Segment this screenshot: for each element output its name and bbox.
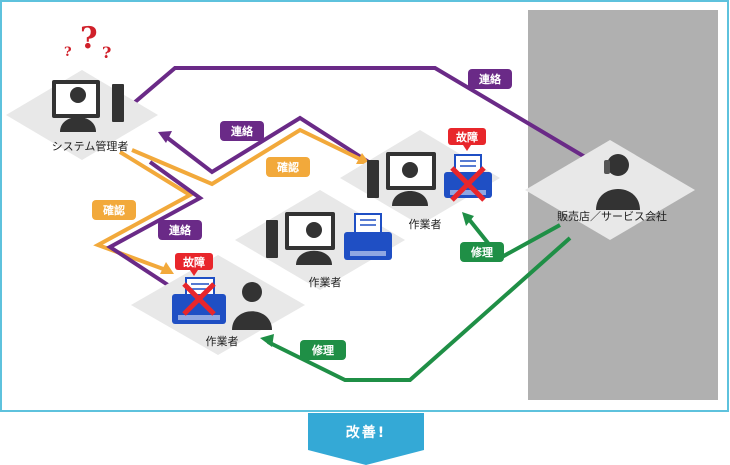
printer-icon <box>172 277 226 324</box>
person-silhouette-icon <box>60 87 96 132</box>
service-node: 販売店／サービス会社 <box>525 140 695 240</box>
service-floor <box>525 140 695 240</box>
worker-node-top-right: 故障 作業者 <box>340 128 500 231</box>
renraku-tag-middle-text: 連絡 <box>231 124 254 138</box>
renraku-tag-middle: 連絡 <box>220 121 264 141</box>
printer-icon <box>344 213 392 260</box>
red-x-icon <box>450 166 486 202</box>
shuri-tag-right: 修理 <box>460 242 504 262</box>
renraku-arrowhead-admin <box>158 131 172 143</box>
banner-arrow <box>308 413 424 465</box>
kakunin-arrowhead-worker <box>356 153 370 164</box>
koshou-label-bottom: 故障 <box>183 255 205 269</box>
koshou-label-top: 故障 <box>456 130 478 144</box>
question-mark-center: ? <box>80 21 98 56</box>
service-label: 販売店／サービス会社 <box>557 209 667 223</box>
shuri-path-service-to-bottom <box>267 236 572 382</box>
shuri-arrowhead-bottom <box>260 334 274 347</box>
koshou-badge-bottom: 故障 <box>175 253 213 276</box>
worker-middle-label: 作業者 <box>309 276 342 289</box>
kakunin-tag-left: 確認 <box>92 200 136 220</box>
banner-text: 改善! <box>346 424 386 441</box>
kakunin-tag-middle-text: 確認 <box>277 160 299 174</box>
worker-bottom-label: 作業者 <box>206 335 239 348</box>
question-mark-right: ? <box>102 43 111 62</box>
person-silhouette-icon <box>296 222 332 265</box>
shuri-tag-right-text: 修理 <box>470 245 493 259</box>
renraku-path-bottom-to-admin <box>106 160 204 287</box>
renraku-tag-left-text: 連絡 <box>169 223 192 237</box>
shuri-tag-bottom-text: 修理 <box>311 343 334 357</box>
worker-node-bottom: 故障 作業者 <box>131 253 305 355</box>
kakunin-path-admin-to-bottom <box>93 150 194 272</box>
shuri-tag-bottom: 修理 <box>300 340 346 360</box>
kakunin-path-admin-to-worker <box>131 127 363 187</box>
kakunin-arrowhead-bottom <box>160 262 174 274</box>
worker-top-right-label: 作業者 <box>409 218 442 231</box>
computer-icon <box>52 80 124 124</box>
red-x-icon <box>182 282 216 316</box>
kakunin-tag-left-text: 確認 <box>103 203 125 217</box>
renraku-tag-top: 連絡 <box>468 69 512 89</box>
admin-label: システム管理者 <box>52 139 129 153</box>
person-silhouette-icon <box>232 282 272 330</box>
improvement-banner: 改善! <box>308 413 424 465</box>
renraku-path-worker-to-admin <box>163 115 380 175</box>
renraku-tag-top-text: 連絡 <box>479 72 502 86</box>
worker-node-middle: 作業者 <box>235 190 405 290</box>
question-mark-left: ? <box>64 45 72 60</box>
person-silhouette-icon <box>596 154 640 210</box>
shuri-arrowhead-worker <box>462 212 474 226</box>
phone-icon <box>604 160 610 174</box>
person-silhouette-icon <box>392 162 428 206</box>
admin-node: ? ? ? システム管理者 <box>6 21 158 160</box>
koshou-badge-top: 故障 <box>448 128 486 151</box>
kakunin-tag-middle: 確認 <box>266 157 310 177</box>
renraku-path-admin-to-service <box>126 66 592 162</box>
renraku-tag-left: 連絡 <box>158 220 202 240</box>
